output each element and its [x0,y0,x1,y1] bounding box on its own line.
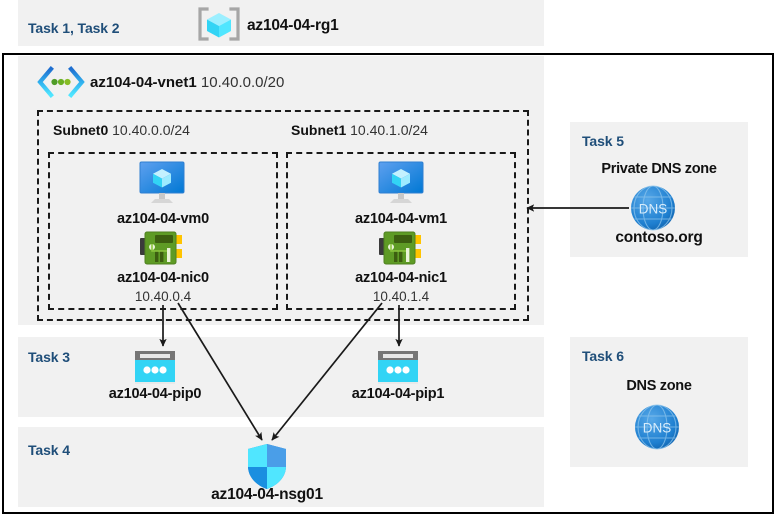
dns-zone-heading: DNS zone [626,378,692,394]
task-label-1-2: Task 1, Task 2 [28,20,120,36]
resource-group-band [18,0,544,46]
subnet0-cidr: 10.40.0.0/24 [112,122,190,138]
subnet0-name: Subnet0 [53,122,109,138]
task3-band [18,337,544,417]
nic1-name: az104-04-nic1 [355,270,447,286]
virtual-machine-icon [132,160,192,206]
task-label-6: Task 6 [582,348,624,364]
dns-zone-icon: DNS [629,184,677,232]
subnet1-name: Subnet1 [291,122,347,138]
pip0-name: az104-04-pip0 [108,386,202,402]
nic1-ip: 10.40.1.4 [372,289,430,304]
nic0-ip: 10.40.0.4 [134,289,192,304]
vnet-band [18,56,544,325]
virtual-network-icon [37,66,85,98]
task-label-3: Task 3 [28,349,70,365]
vnet-name: az104-04-vnet1 [90,74,197,91]
task-label-4: Task 4 [28,442,70,458]
nic0-name: az104-04-nic0 [117,270,209,286]
subnet1-box [286,152,516,310]
dns-zone-icon: DNS [633,403,681,451]
public-ip-address-icon [133,350,177,386]
subnet0-title: Subnet0 10.40.0.0/24 [53,122,190,138]
private-dns-zone-name: contoso.org [615,229,703,246]
subnet1-title: Subnet1 10.40.1.0/24 [291,122,428,138]
pip1-name: az104-04-pip1 [351,386,445,402]
network-security-group-icon [245,443,289,491]
vnet-title: az104-04-vnet1 10.40.0.0/20 [90,74,284,91]
network-interface-icon [379,230,423,266]
virtual-machine-icon [371,160,431,206]
vm0-name: az104-04-vm0 [117,211,209,227]
subnet1-cidr: 10.40.1.0/24 [350,122,428,138]
network-interface-icon [140,230,184,266]
resource-group-icon [198,6,240,42]
nsg-name: az104-04-nsg01 [211,486,323,503]
task-label-5: Task 5 [582,133,624,149]
svg-text:DNS: DNS [639,202,668,217]
vnet-address-space: 10.40.0.0/20 [200,74,285,91]
resource-group-name: az104-04-rg1 [247,17,339,34]
private-dns-zone-heading: Private DNS zone [601,161,717,177]
vm1-name: az104-04-vm1 [355,211,447,227]
public-ip-address-icon [376,350,420,386]
diagram-outer-border [2,53,774,514]
svg-text:DNS: DNS [643,421,672,436]
